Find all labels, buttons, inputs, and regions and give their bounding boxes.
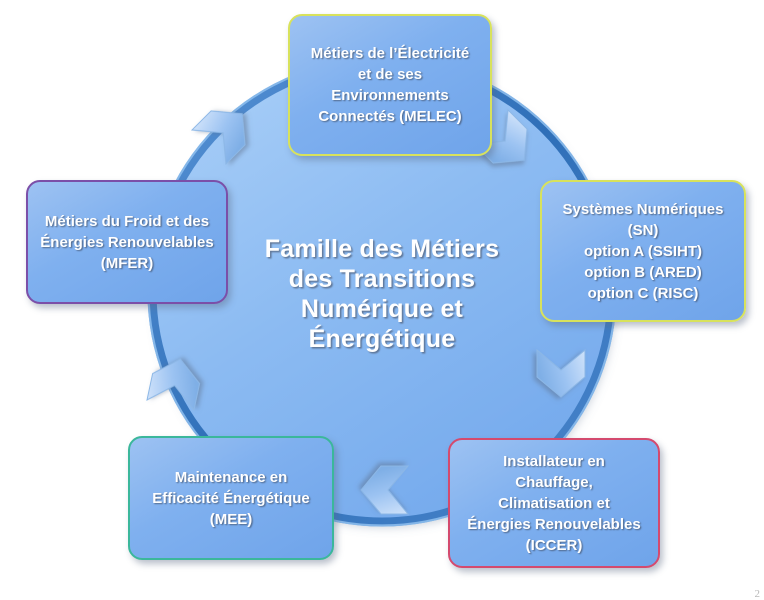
node-mee-label: Maintenance en Efficacité Énergétique (M… <box>152 468 310 528</box>
cycle-arrow-5 <box>146 358 201 412</box>
cycle-arrow-4 <box>360 465 410 515</box>
node-iccer[interactable]: Installateur en Chauffage, Climatisation… <box>448 438 660 568</box>
cycle-ring-graphic <box>146 57 617 527</box>
cycle-arrow-1 <box>190 110 246 166</box>
node-melec-label: Métiers de l’Électricité et de ses Envir… <box>310 45 470 125</box>
node-sn[interactable]: Systèmes Numériques (SN) option A (SSIHT… <box>540 180 746 322</box>
node-melec[interactable]: Métiers de l’Électricité et de ses Envir… <box>288 14 492 156</box>
node-mfer[interactable]: Métiers du Froid et des Énergies Renouve… <box>26 180 228 304</box>
cycle-disc <box>152 62 612 522</box>
page-corner-mark: 2 <box>754 588 761 600</box>
node-iccer-label: Installateur en Chauffage, Climatisation… <box>467 452 641 554</box>
node-sn-label: Systèmes Numériques (SN) option A (SSIHT… <box>562 200 724 302</box>
cycle-ring <box>108 18 656 566</box>
cycle-arrow-3 <box>536 348 586 398</box>
node-mfer-label: Métiers du Froid et des Énergies Renouve… <box>40 212 214 272</box>
node-mee[interactable]: Maintenance en Efficacité Énergétique (M… <box>128 436 334 560</box>
